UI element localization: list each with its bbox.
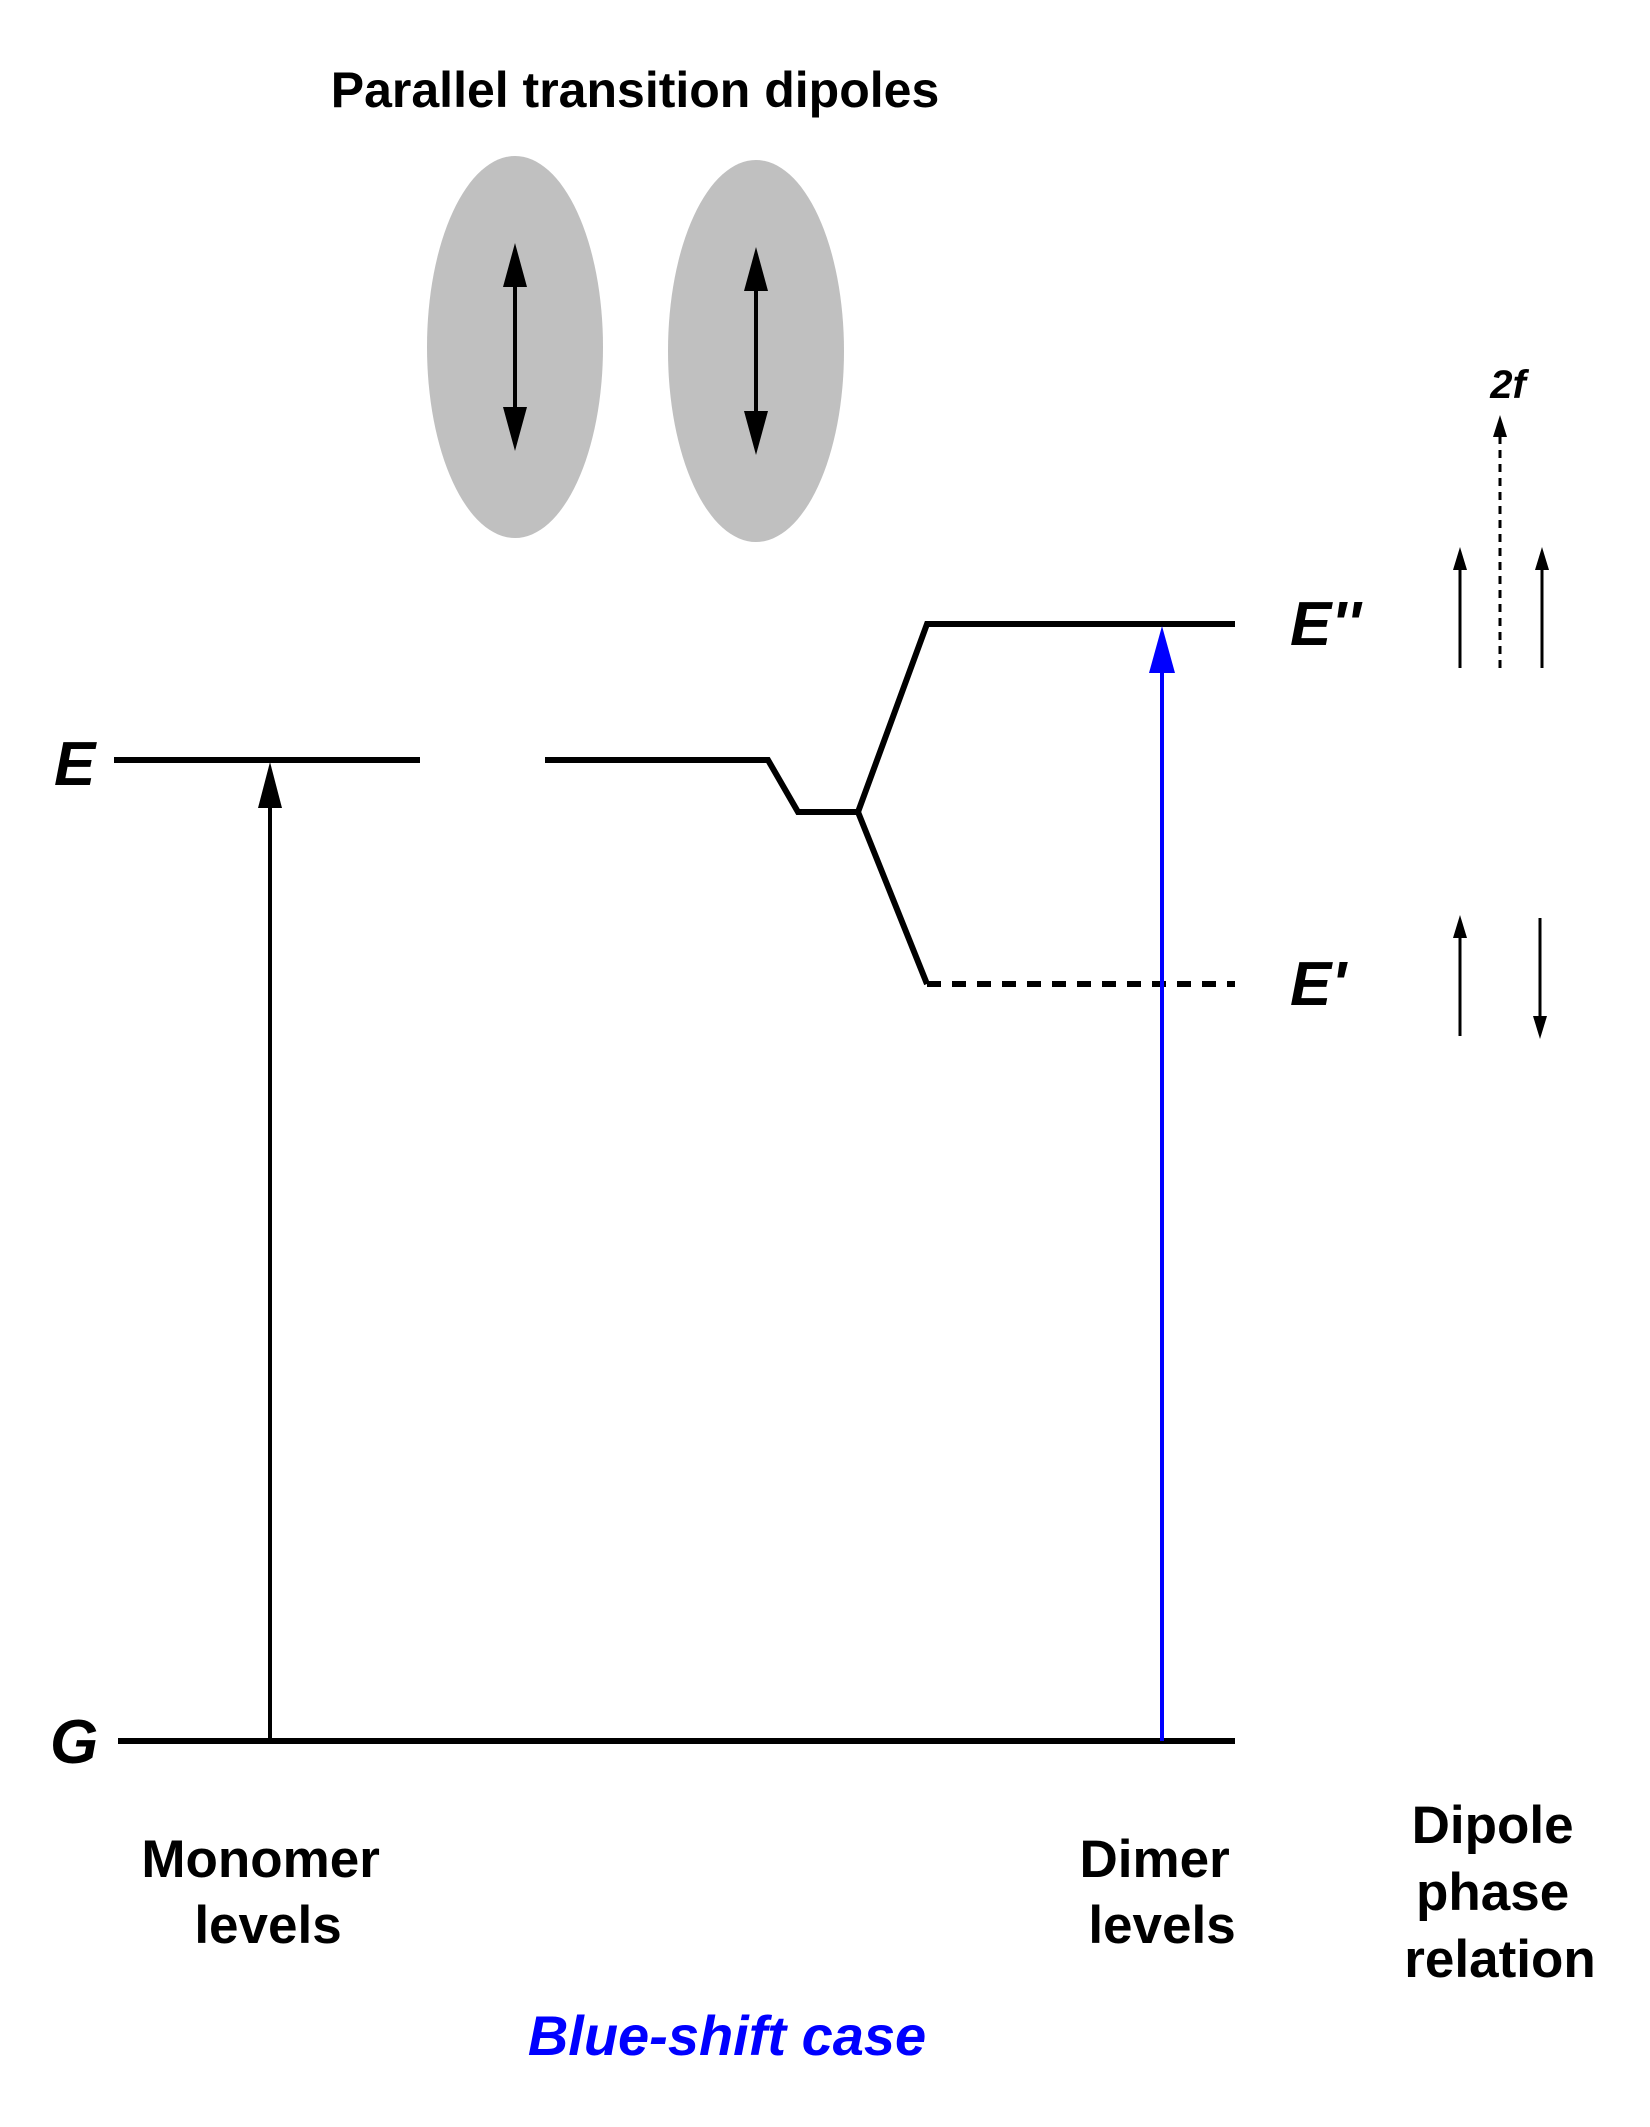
level-label-e-prime: E' [1290, 950, 1348, 1019]
case-label: Blue-shift case [528, 2004, 926, 2067]
dimer-level-e-double-prime [545, 621, 1235, 815]
molecule-left [427, 156, 603, 538]
monomer-transition-arrowhead-icon [258, 762, 282, 808]
molecule-right [668, 160, 844, 542]
dimer-levels-label: Dimer levels [1080, 1830, 1245, 1955]
phase-out-of-phase [1453, 915, 1547, 1039]
dimer-split-line [855, 810, 930, 986]
dipole-phase-relation-label: Dipole phase relation [1404, 1796, 1595, 1989]
level-label-e-double-prime: E'' [1290, 590, 1363, 659]
level-label-e: E [54, 730, 97, 799]
level-label-g: G [50, 1708, 98, 1777]
monomer-levels-label: Monomer levels [141, 1830, 394, 1955]
dimer-transition-arrowhead-icon [1149, 626, 1175, 673]
oscillator-strength-label: 2f [1489, 363, 1529, 407]
phase-in-phase [1453, 415, 1549, 668]
diagram-title: Parallel transition dipoles [331, 62, 940, 118]
